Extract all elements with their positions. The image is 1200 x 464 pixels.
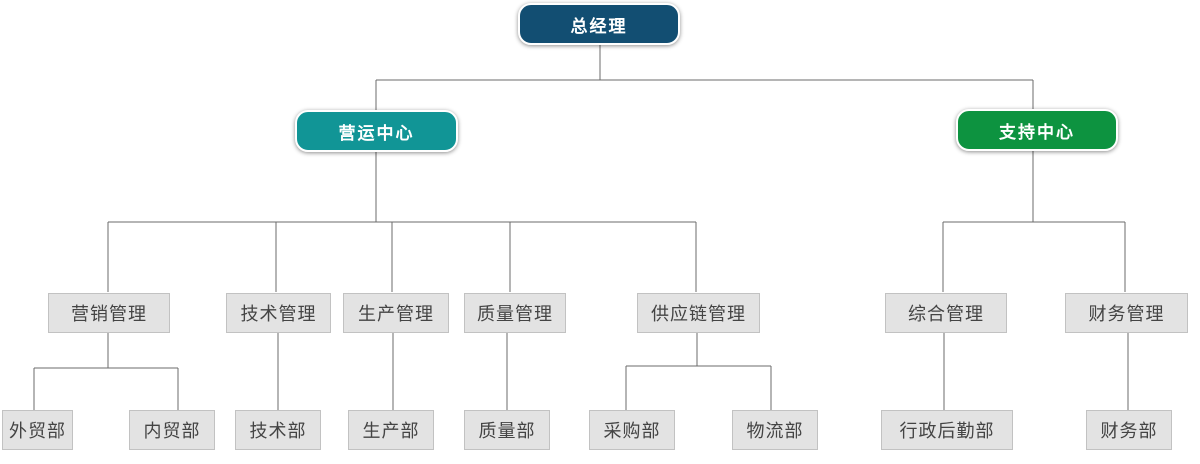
unit-node-purchasing: 采购部 [589,410,675,450]
unit-node-production: 生产部 [348,410,434,450]
center-node-operations: 营运中心 [295,110,458,152]
unit-node-finance: 财务部 [1086,410,1172,450]
unit-node-foreign-trade: 外贸部 [2,410,73,450]
unit-node-admin-logistics: 行政后勤部 [881,410,1013,450]
dept-node-finance: 财务管理 [1065,293,1188,333]
dept-node-production: 生产管理 [343,293,449,333]
root-node-general-manager: 总经理 [518,3,680,45]
unit-node-domestic-trade: 内贸部 [129,410,215,450]
dept-node-general-admin: 综合管理 [885,293,1007,333]
unit-node-quality: 质量部 [464,410,550,450]
center-node-support: 支持中心 [956,109,1118,151]
unit-node-technology: 技术部 [235,410,321,450]
dept-node-marketing: 营销管理 [48,293,170,333]
dept-node-technology: 技术管理 [226,293,331,333]
dept-node-supply-chain: 供应链管理 [637,293,760,333]
dept-node-quality: 质量管理 [464,293,566,333]
unit-node-logistics: 物流部 [732,410,818,450]
